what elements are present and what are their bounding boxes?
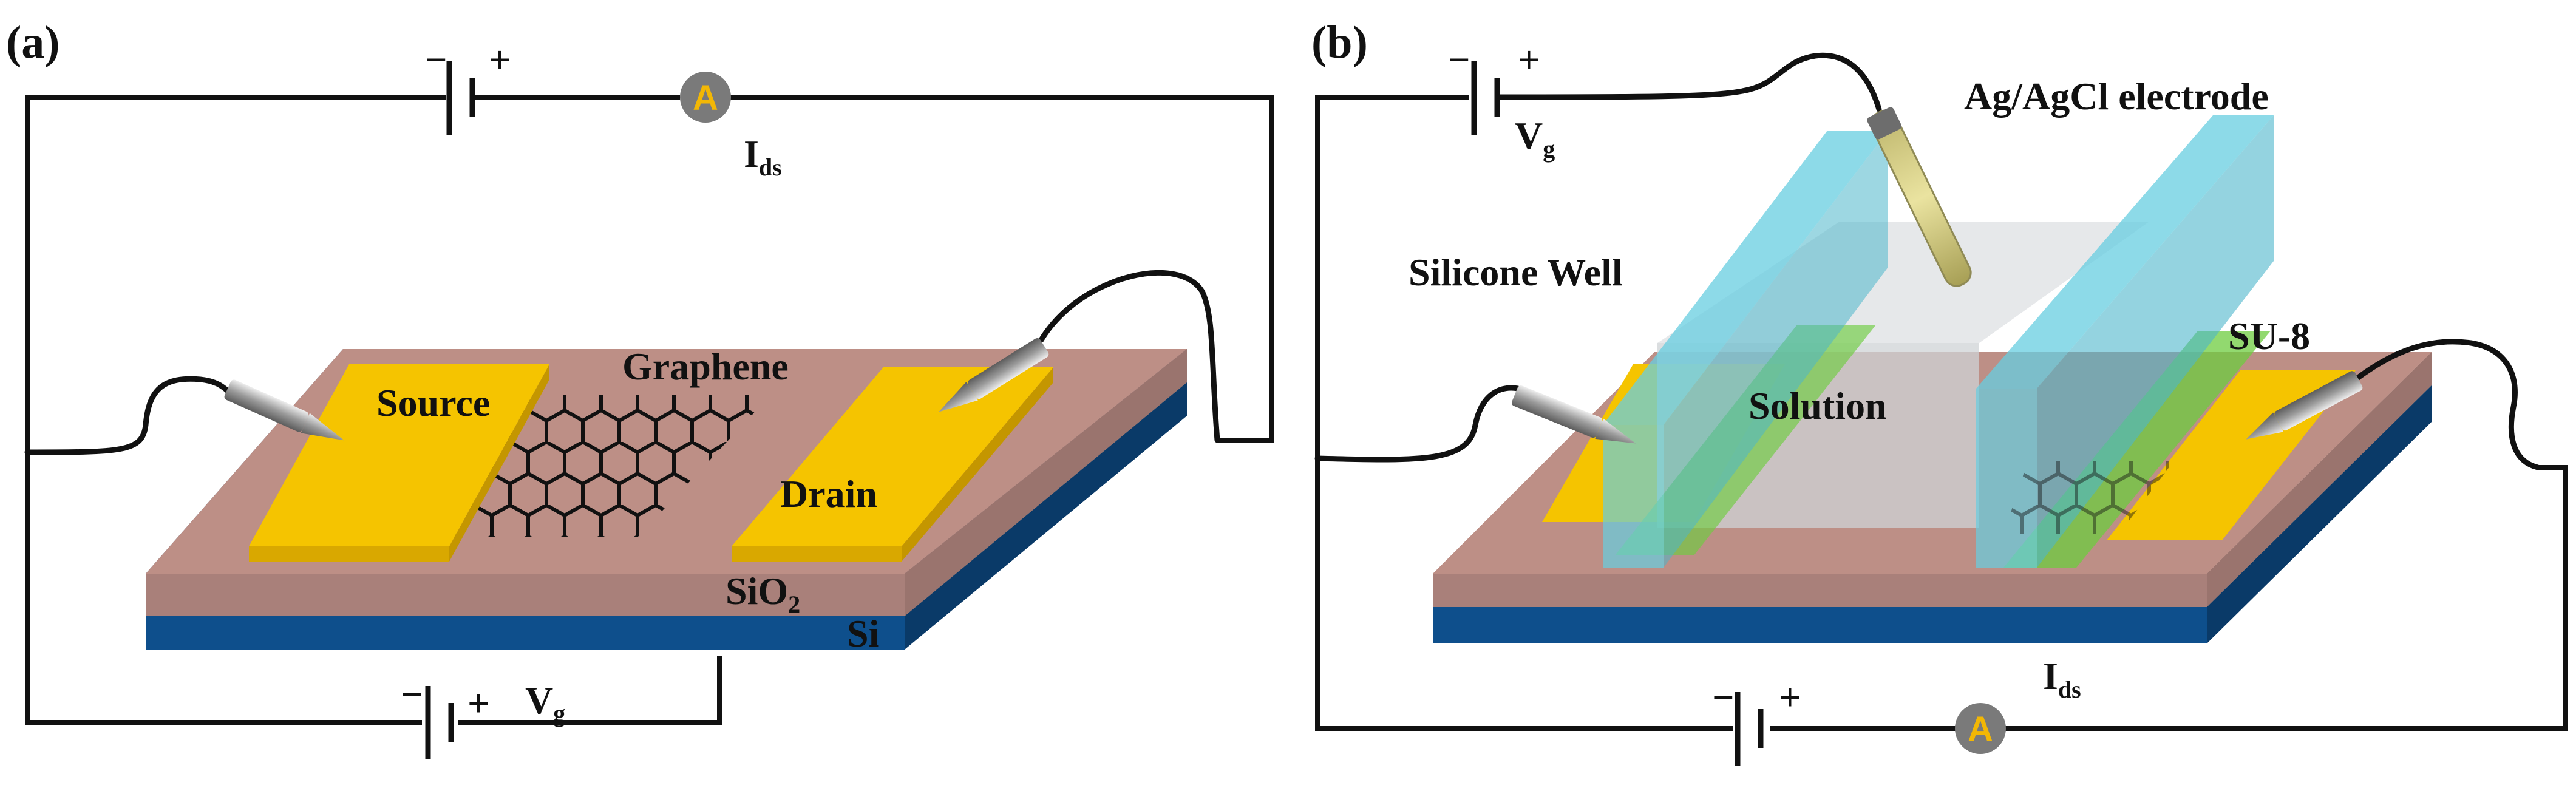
probe-icon [2246,371,2363,440]
battery-top-plus: + [489,38,511,81]
electrode-cable [1497,52,1882,112]
electrode-label: Ag/AgCl electrode [1964,75,2269,118]
ammeter-icon: A [1955,703,2006,754]
ids-label-b: Ids [2043,654,2081,703]
battery-top-minus: − [425,38,447,81]
panel-b-label: (b) [1311,17,1368,68]
silicone-well-label: Silicone Well [1409,251,1623,294]
drain-probe-cable-b [2353,339,2541,470]
ids-label-a: Ids [744,132,782,181]
source-probe-cable-b [1314,385,1521,463]
panel-b-circuit-wire [1315,95,2568,731]
probe-icon [224,379,344,441]
drain-probe-cable [1038,270,1220,443]
drain-pad [732,367,1053,562]
source-label: Source [376,381,490,424]
ammeter-a-symbol: A [693,78,718,118]
battery-icon [446,61,475,135]
source-probe-cable [24,376,234,455]
silicone-well [1603,115,2274,568]
graphene-label: Graphene [622,345,789,388]
battery-icon [1735,692,1764,766]
battery-b-bottom-plus: + [1779,676,1801,719]
probe-icon [939,338,1049,412]
battery-bottom-minus: − [401,673,423,716]
vg-label-a: Vg [525,679,565,727]
panel-a: (a) − + A Ids − + Vg [6,17,1274,759]
battery-b-top-minus: − [1448,38,1470,81]
source-pad [249,364,549,562]
battery-icon [425,686,454,759]
drain-label: Drain [780,472,877,515]
panel-b: (b) − + Vg − + A Ids [1311,17,2568,766]
probe-icon [1512,385,1636,444]
battery-b-bottom-minus: − [1712,676,1734,719]
battery-icon [1471,61,1500,135]
graphene-lattice-icon [2003,461,2173,534]
battery-bottom-plus: + [467,682,489,725]
panel-a-circuit-wire [25,95,1274,725]
battery-b-top-plus: + [1518,38,1540,81]
ammeter-icon: A [680,72,731,123]
su8-label: SU-8 [2228,314,2310,358]
ammeter-b-symbol: A [1968,710,1993,749]
solution-label: Solution [1748,384,1887,427]
sio2-label: SiO2 [726,569,800,618]
si-label: Si [847,612,879,655]
panel-a-label: (a) [6,17,60,68]
vg-label-b: Vg [1515,114,1555,163]
electrode-icon [1867,107,1972,287]
